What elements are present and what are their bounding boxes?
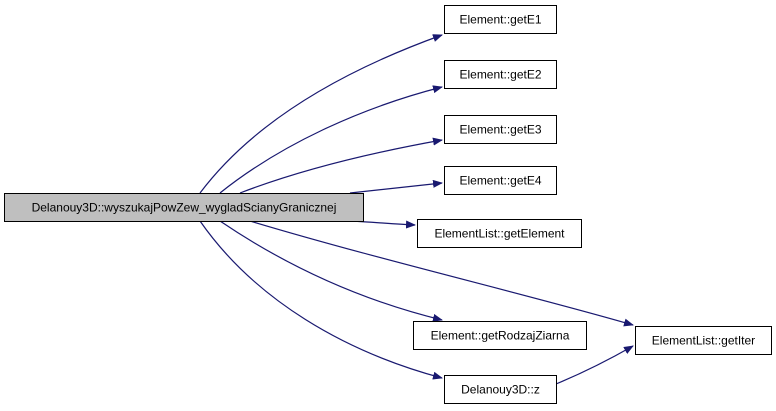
node-box-getE2[interactable] bbox=[444, 60, 557, 89]
node-label-root: Delanouy3D::wyszukajPowZew_wygladScianyG… bbox=[32, 201, 337, 215]
node-getIter[interactable]: ElementList::getIter bbox=[635, 326, 772, 355]
node-root[interactable]: Delanouy3D::wyszukajPowZew_wygladScianyG… bbox=[4, 193, 364, 222]
node-getRodzajZiarna[interactable]: Element::getRodzajZiarna bbox=[413, 321, 587, 350]
node-getE3[interactable]: Element::getE3 bbox=[444, 115, 557, 144]
edge-root-to-getE2 bbox=[219, 85, 443, 194]
node-z[interactable]: Delanouy3D::z bbox=[444, 375, 557, 404]
node-label-getE2: Element::getE2 bbox=[459, 68, 541, 82]
node-box-root[interactable] bbox=[4, 193, 364, 222]
node-box-getElement[interactable] bbox=[417, 219, 582, 248]
edge-root-to-getE1 bbox=[199, 34, 443, 194]
node-label-getE3: Element::getE3 bbox=[459, 123, 541, 137]
node-box-getE3[interactable] bbox=[444, 115, 557, 144]
edge-root-to-getIter bbox=[249, 220, 634, 327]
node-getElement[interactable]: ElementList::getElement bbox=[417, 219, 582, 248]
node-box-z[interactable] bbox=[444, 375, 557, 404]
node-label-getE4: Element::getE4 bbox=[459, 174, 541, 188]
node-label-getElement: ElementList::getElement bbox=[434, 227, 565, 241]
edge-root-to-getE4 bbox=[349, 179, 443, 194]
node-label-z: Delanouy3D::z bbox=[461, 383, 540, 397]
node-getE1[interactable]: Element::getE1 bbox=[444, 5, 557, 34]
node-label-getE1: Element::getE1 bbox=[459, 13, 541, 27]
edge-root-to-getE3 bbox=[239, 137, 443, 194]
node-box-getE1[interactable] bbox=[444, 5, 557, 34]
node-box-getE4[interactable] bbox=[444, 166, 557, 195]
node-label-getIter: ElementList::getIter bbox=[652, 334, 755, 348]
node-box-getIter[interactable] bbox=[635, 326, 772, 355]
node-box-getRodzajZiarna[interactable] bbox=[413, 321, 587, 350]
node-getE2[interactable]: Element::getE2 bbox=[444, 60, 557, 89]
edge-z-to-getIter bbox=[555, 345, 634, 385]
node-getE4[interactable]: Element::getE4 bbox=[444, 166, 557, 195]
edge-root-to-z bbox=[199, 220, 443, 380]
node-label-getRodzajZiarna: Element::getRodzajZiarna bbox=[431, 329, 570, 343]
edge-root-to-getRodzajZiarna bbox=[219, 220, 443, 322]
